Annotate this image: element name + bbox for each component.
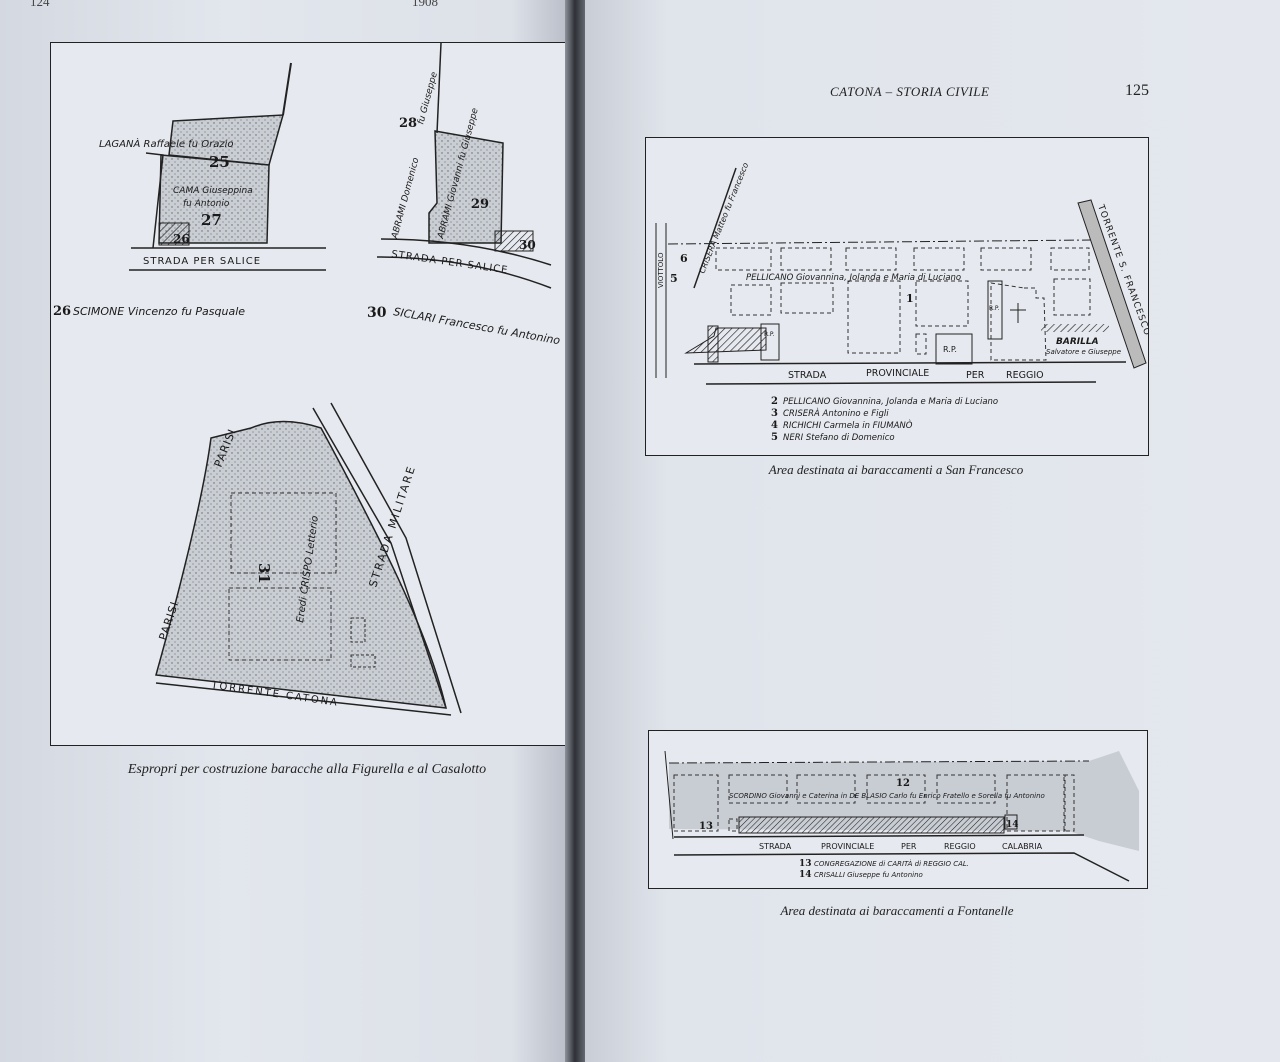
legend-text: SICLARI Francesco fu Antonino [392, 305, 561, 347]
page-number-fragment: 124 [30, 0, 50, 9]
owner-label: fu Giuseppe [416, 70, 440, 125]
lot-number: 26 [173, 232, 190, 246]
legend-text: NERI Stefano di Domenico [783, 433, 895, 443]
header-fragment: 1908 [412, 0, 438, 9]
legend-text: CRISALLI Giuseppe fu Antonino [814, 871, 923, 879]
figure-caption: Area destinata ai baraccamenti a Fontane… [780, 903, 1014, 918]
lot-number: 31 [255, 563, 273, 584]
road-label: PER [966, 370, 985, 381]
owner-label: CAMA Giuseppina [173, 186, 253, 196]
figure-caption: Espropri per costruzione baracche alla F… [127, 762, 487, 777]
right-page: CATONA – STORIA CIVILE 125 [585, 0, 1280, 1062]
owner-label: Salvatore e Giuseppe [1046, 348, 1121, 356]
road-label: STRADA PER SALICE [143, 256, 261, 267]
lot-number: 1 [906, 292, 914, 305]
lot-number: 28 [399, 116, 417, 131]
legend-number: 5 [771, 432, 778, 443]
map-strada-salice-a: LAGANÀ Raffaele fu Orazio 25 CAMA Giusep… [53, 62, 326, 319]
left-page: 124 1908 LAGANÀ Raffaele fu Orazio 25 CA… [0, 0, 568, 1062]
road-label: REGGIO [944, 842, 976, 851]
rp-label: R.P. [764, 331, 775, 338]
owner-label: fu Antonio [183, 199, 230, 209]
legend-text: CRISERÀ Antonino e Figli [783, 407, 889, 419]
figure-san-francesco: VIOTTOLO CRISERÀ Matteo fu Francesco 6 5… [645, 137, 1152, 456]
book-gutter [565, 0, 587, 1062]
legend-number: 14 [799, 870, 812, 880]
lot-number: 14 [1006, 820, 1019, 830]
rp-label: R.P. [943, 345, 957, 354]
road-label: REGGIO [1006, 370, 1044, 381]
road-label: PER [901, 842, 917, 851]
legend-number: 13 [799, 859, 812, 869]
owner-label: ABRAMI Domenico [390, 156, 422, 241]
road-label: STRADA PER SALICE [391, 249, 509, 276]
road-label: CALABRIA [1002, 842, 1043, 851]
legend-text: CONGREGAZIONE di CARITÀ di REGGIO CAL. [814, 859, 969, 868]
figure-figurella-casalotto: LAGANÀ Raffaele fu Orazio 25 CAMA Giusep… [50, 42, 566, 746]
road-label: STRADA [788, 370, 827, 381]
owner-label: SCORDINO Giovanni e Caterina in DE BLASI… [729, 792, 1045, 800]
road-label: VIOTTOLO [657, 252, 665, 288]
legend-number: 4 [771, 420, 778, 431]
legend-number: 30 [367, 305, 387, 321]
road-label: STRADA [759, 842, 792, 851]
map-san-francesco: VIOTTOLO CRISERÀ Matteo fu Francesco 6 5… [655, 160, 1152, 443]
rp-label: R.P. [989, 305, 1000, 312]
owner-label: LAGANÀ Raffaele fu Orazio [99, 137, 233, 150]
owner-label: PELLICANO Giovannina, Jolanda e Maria di… [746, 273, 961, 283]
map-strada-salice-b: 28 fu Giuseppe ABRAMI Domenico ABRAMI Gi… [367, 42, 561, 347]
lot-number: 12 [896, 778, 910, 789]
lot-number: 25 [209, 153, 230, 171]
expropriation-maps: LAGANÀ Raffaele fu Orazio 25 CAMA Giusep… [53, 42, 561, 716]
lot-number: 6 [680, 252, 688, 265]
legend-text: SCIMONE Vincenzo fu Pasquale [73, 305, 245, 318]
map-fontanelle: 12 13 14 SCORDINO Giovanni e Caterina in… [664, 750, 1139, 882]
legend-text: PELLICANO Giovannina, Jolanda e Maria di… [783, 397, 998, 407]
road-label: PROVINCIALE [866, 368, 929, 379]
figure-fontanelle: 12 13 14 SCORDINO Giovanni e Caterina in… [648, 730, 1148, 889]
page-number: 125 [1125, 82, 1149, 99]
lot-number: 27 [201, 211, 222, 229]
legend: 2 PELLICANO Giovannina, Jolanda e Maria … [771, 396, 998, 443]
legend-number: 26 [53, 304, 71, 319]
legend-number: 2 [771, 396, 778, 407]
owner-label: CRISERÀ Matteo fu Francesco [696, 160, 751, 274]
lot-number: 5 [670, 272, 678, 285]
legend-text: RICHICHI Carmela in FIUMANÒ [783, 419, 913, 431]
lot-number: 30 [519, 238, 536, 252]
map-casalotto: PARISI PARISI 31 Eredi CRISPO Letterio S… [155, 402, 462, 716]
lot-number: 13 [699, 821, 713, 832]
lot-number: 29 [471, 197, 489, 212]
running-head: CATONA – STORIA CIVILE [830, 84, 990, 99]
owner-label: BARILLA [1056, 337, 1099, 347]
figure-caption: Area destinata ai baraccamenti a San Fra… [768, 462, 1024, 477]
legend-number: 3 [771, 408, 778, 419]
road-label: PROVINCIALE [821, 842, 874, 851]
